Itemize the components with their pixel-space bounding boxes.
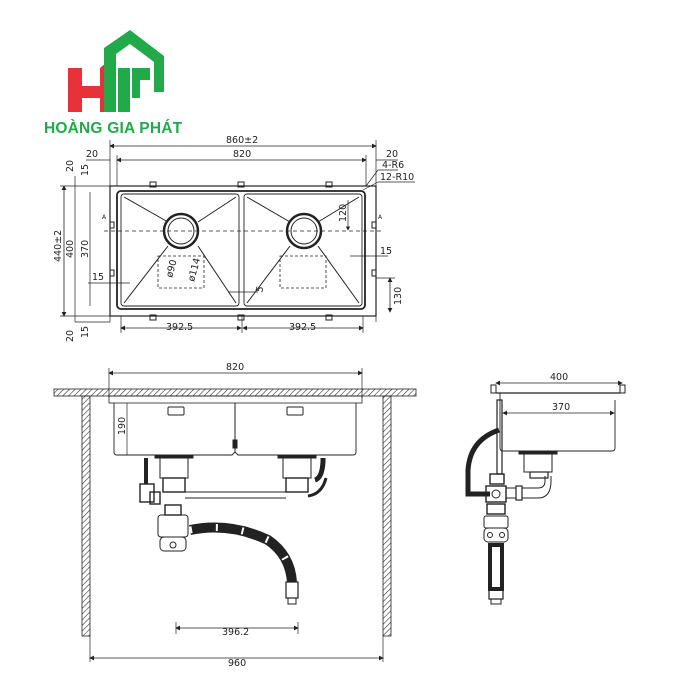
dim-bowl-right: 392.5 [289,322,316,333]
dim-drain-spacing: 396.2 [222,627,249,638]
dim-side-overall: 400 [550,372,568,383]
dim-overall-depth: 440±2 [53,230,64,262]
dim-front-sink-width: 820 [226,362,244,373]
dim-depth-370: 370 [80,240,91,258]
side-view [465,380,626,605]
dim-margin-right: 20 [386,149,398,160]
dim-clip-right: 15 [380,246,392,257]
dim-divider-gap: 5 [254,285,266,294]
dim-radius-small: 4-R6 [382,160,404,171]
dim-bottom-20: 20 [65,330,76,342]
dim-depth-400: 400 [65,240,76,258]
section-marker-a-left: A [102,214,107,221]
top-view [60,140,415,333]
dim-radius-large: 12-R10 [380,172,414,183]
dim-drain-90: ø90 [164,259,179,279]
dim-bowl-depth: 190 [117,417,128,435]
hoang-gia-phat-logo-icon [68,30,164,112]
dim-drain-114: ø114 [186,257,203,283]
dim-clip-left: 15 [92,272,104,283]
section-marker-a-right: A [378,214,383,221]
dim-side-inner: 370 [552,402,570,413]
dim-cabinet-width: 960 [228,658,246,669]
brand-name: HOÀNG GIA PHÁT [44,120,183,137]
dim-bottom-15: 15 [80,326,91,338]
dim-top-20: 20 [65,160,76,172]
dim-inner-width: 820 [233,149,251,160]
dim-overall-width: 860±2 [226,135,258,146]
dim-top-15: 15 [80,164,91,176]
dim-margin-left: 20 [86,149,98,160]
dim-clip-height: 130 [393,287,404,305]
front-view [53,368,417,662]
dim-bowl-left: 392.5 [166,322,193,333]
dim-drain-offset: 120 [338,204,349,222]
